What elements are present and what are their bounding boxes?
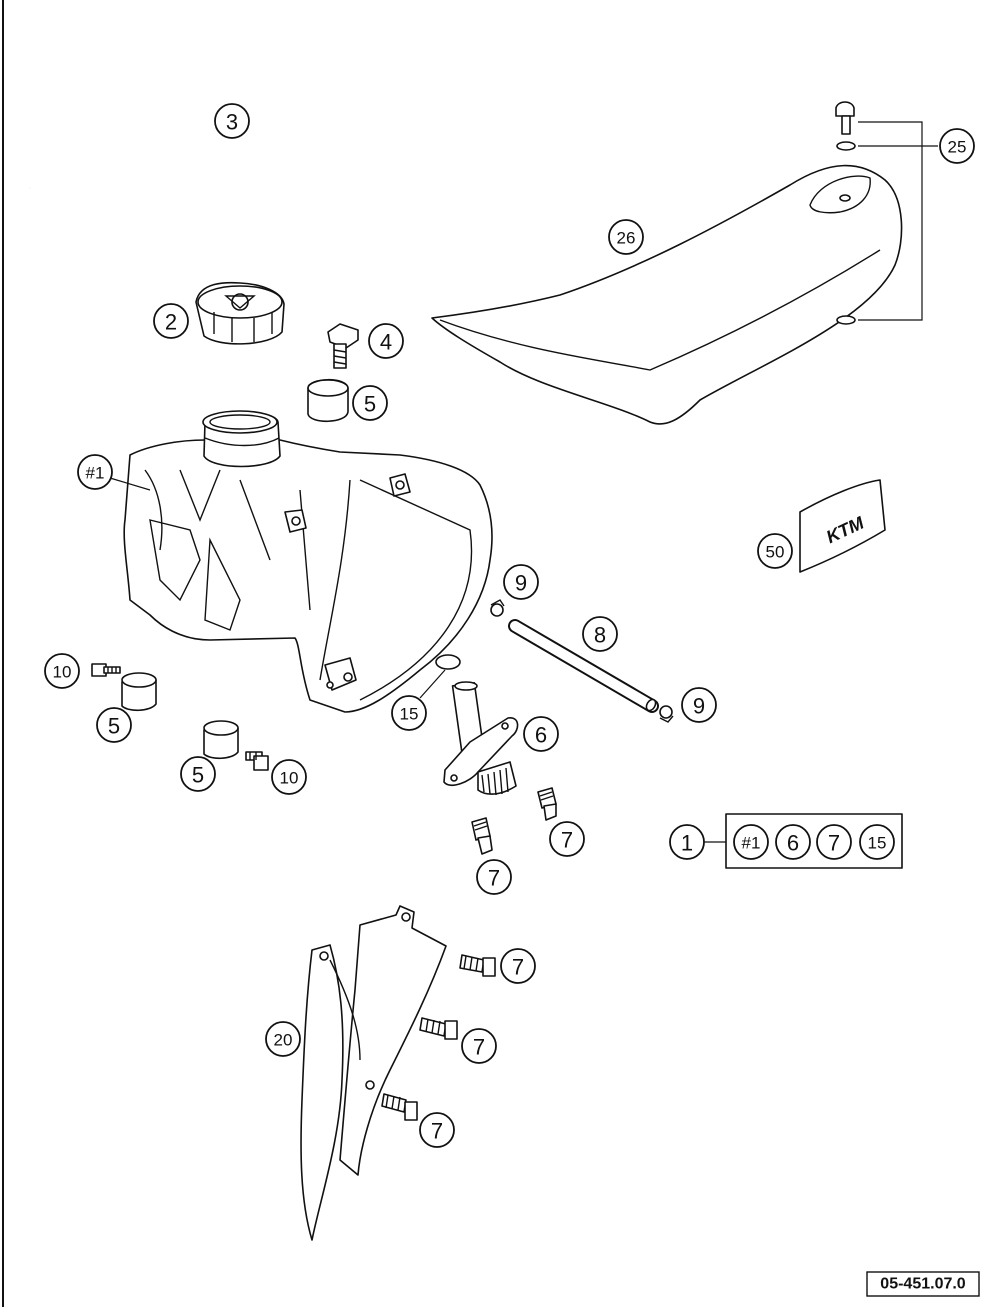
svg-text:#1: #1	[742, 834, 761, 853]
svg-text:8: 8	[594, 623, 606, 648]
svg-text:10: 10	[280, 769, 299, 788]
callout-7-tap-left: 7	[476, 859, 512, 895]
svg-text:05-451.07.0: 05-451.07.0	[880, 1276, 966, 1293]
tap-screw-right	[537, 787, 557, 821]
callout-fuel-tank: #1	[77, 454, 113, 490]
ktm-decal: KTM	[799, 479, 886, 573]
svg-text:50: 50	[766, 543, 785, 562]
callout-6: 6	[523, 716, 559, 752]
hose-clamp-right	[659, 705, 674, 723]
callout-10-left: 10	[44, 653, 80, 689]
breather-hose	[25, 65, 242, 263]
shroud-screw-1	[459, 954, 496, 977]
tap-screw-left	[471, 817, 493, 855]
svg-text:3: 3	[226, 110, 238, 135]
svg-text:7: 7	[431, 1119, 443, 1144]
svg-text:6: 6	[787, 831, 799, 856]
svg-text:10: 10	[53, 663, 72, 682]
document-code: 05-451.07.0	[866, 1271, 980, 1297]
svg-text:7: 7	[473, 1035, 485, 1060]
callout-3: 3	[214, 103, 250, 139]
kit-item-6: 6	[775, 824, 811, 860]
callout-26: 26	[608, 219, 644, 255]
callout-50: 50	[757, 533, 793, 569]
svg-text:25: 25	[948, 138, 967, 157]
seat	[431, 164, 903, 425]
kit-item-7: 7	[816, 824, 852, 860]
svg-text:15: 15	[400, 705, 419, 724]
callout-7-shroud-3: 7	[419, 1112, 455, 1148]
fuel-hose	[508, 619, 659, 713]
seat-screw	[327, 323, 359, 369]
tank-mount-left-lower	[203, 720, 269, 771]
svg-text:5: 5	[108, 714, 120, 739]
shroud-screw-2	[419, 1017, 458, 1040]
seat-fixing-parts	[835, 101, 938, 325]
rubber-bushing-top	[307, 378, 349, 423]
svg-text:#1: #1	[86, 464, 105, 483]
svg-text:9: 9	[515, 571, 527, 596]
fuel-tap	[443, 681, 519, 796]
callout-20: 20	[265, 1021, 301, 1057]
svg-text:26: 26	[617, 229, 636, 248]
callout-7-shroud-1: 7	[500, 948, 536, 984]
callout-1: 1	[669, 824, 705, 860]
kit-item-fuel-tank: #1	[733, 824, 769, 860]
callout-5-left: 5	[96, 707, 132, 743]
callout-2: 2	[153, 303, 189, 339]
callout-15: 15	[391, 695, 427, 731]
kit-item-15: 15	[859, 824, 895, 860]
tank-mount-left-upper	[91, 663, 157, 712]
callout-4: 4	[368, 323, 404, 359]
fuel-tank	[123, 410, 493, 713]
callout-9-lower: 9	[681, 687, 717, 723]
svg-text:2: 2	[165, 310, 177, 335]
svg-text:20: 20	[274, 1031, 293, 1050]
svg-text:15: 15	[868, 834, 887, 853]
callout-8: 8	[582, 616, 618, 652]
callout-7-tap-right: 7	[549, 821, 585, 857]
callout-10-lower: 10	[271, 759, 307, 795]
callout-25: 25	[939, 128, 975, 164]
svg-text:7: 7	[828, 831, 840, 856]
svg-text:5: 5	[364, 392, 376, 417]
svg-text:5: 5	[192, 763, 204, 788]
callout-7-shroud-2: 7	[461, 1028, 497, 1064]
svg-text:9: 9	[693, 694, 705, 719]
o-ring	[419, 654, 461, 699]
svg-text:7: 7	[488, 866, 500, 891]
callout-5-top: 5	[352, 385, 388, 421]
shroud-screw-3	[381, 1093, 418, 1121]
svg-text:4: 4	[380, 330, 392, 355]
svg-text:7: 7	[512, 955, 524, 980]
leader-fuel-tank	[109, 477, 151, 491]
fuel-cap	[195, 281, 285, 345]
callout-5-lower: 5	[180, 756, 216, 792]
hose-clamp-left	[490, 599, 505, 617]
svg-text:1: 1	[681, 831, 693, 856]
tank-shroud	[300, 905, 447, 1241]
svg-text:7: 7	[561, 828, 573, 853]
callout-9-upper: 9	[503, 564, 539, 600]
svg-text:6: 6	[535, 723, 547, 748]
